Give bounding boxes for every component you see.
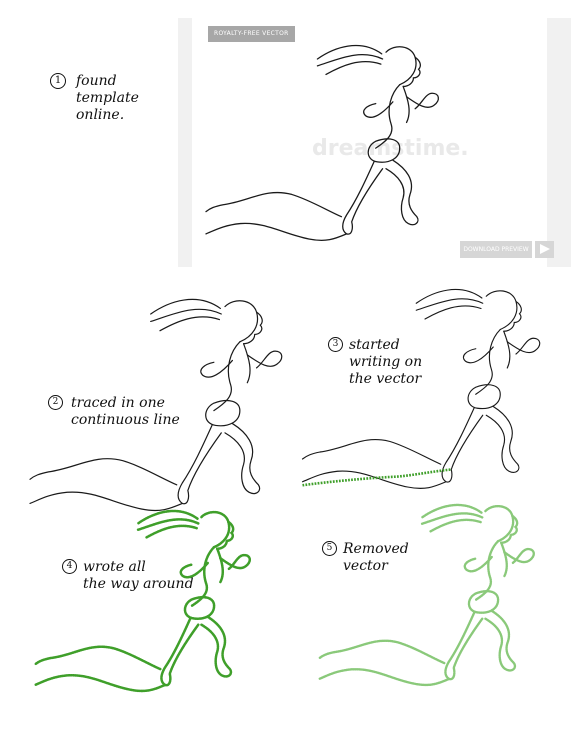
step-2-number: 2 — [48, 395, 63, 410]
fully-written-outline-drawing — [33, 509, 252, 693]
download-preview-button[interactable]: DOWNLOAD PREVIEW — [460, 241, 532, 258]
step-1-note: 1 found template online. — [50, 56, 139, 124]
stock-preview-canvas: ROYALTY-FREE VECTOR dreamstime. DOWNLOAD… — [192, 18, 554, 267]
watermark-text: dreamstime. — [312, 136, 469, 161]
step-4-text: wrote all the way around — [83, 559, 194, 592]
outline-with-writing-drawing — [301, 288, 541, 489]
step-5-text: Removed vector — [343, 541, 409, 574]
step-3-note: 3 started writing on the vector — [328, 320, 422, 388]
step-5-number: 5 — [322, 541, 337, 556]
step-2-note: 2 traced in one continuous line — [48, 378, 180, 429]
step-2-text: traced in one continuous line — [71, 395, 180, 428]
step-4-number: 4 — [62, 559, 77, 574]
step-1-number: 1 — [50, 73, 66, 89]
royalty-free-badge: ROYALTY-FREE VECTOR — [208, 26, 295, 42]
writing-only-drawing — [317, 503, 535, 687]
step-3-text: started writing on the vector — [349, 337, 423, 387]
stock-runner-illustration — [205, 44, 440, 242]
step-4-note: 4 wrote all the way around — [62, 542, 194, 593]
traced-outline-drawing — [29, 298, 283, 512]
send-button[interactable] — [535, 241, 554, 258]
step-3-number: 3 — [328, 337, 343, 352]
stock-preview-panel: ROYALTY-FREE VECTOR dreamstime. DOWNLOAD… — [178, 18, 571, 267]
step-5-note: 5 Removed vector — [322, 524, 409, 575]
send-icon — [540, 244, 550, 254]
step-1-text: found template online. — [76, 73, 139, 123]
